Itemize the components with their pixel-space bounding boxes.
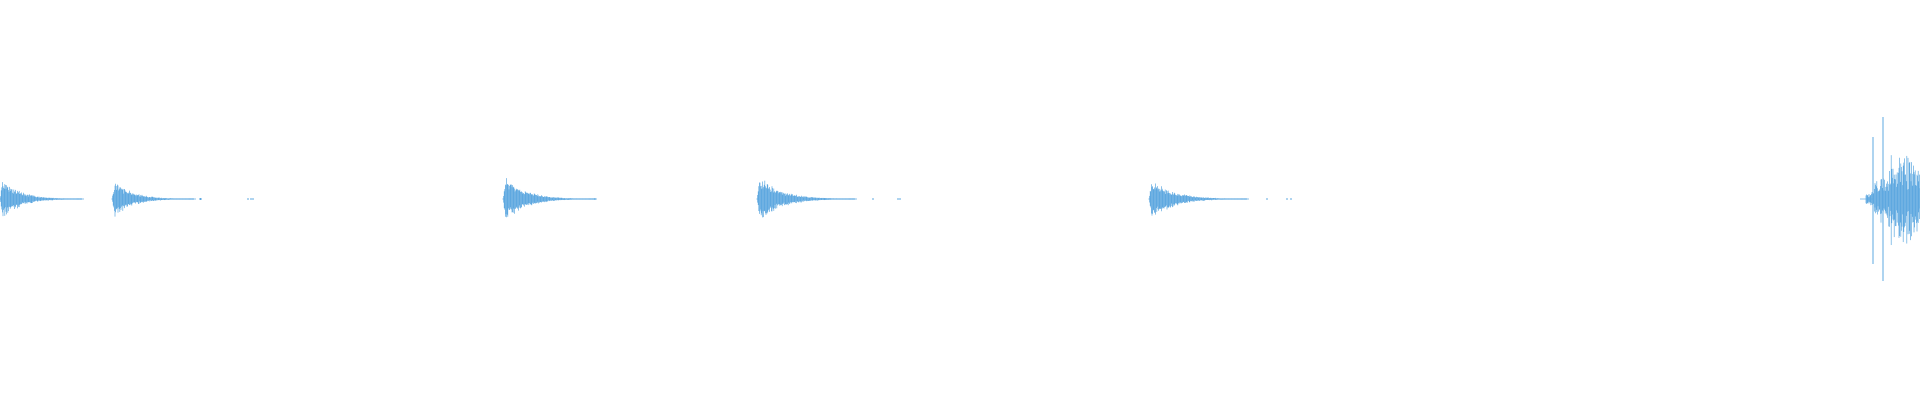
- waveform-bars: [0, 117, 1920, 281]
